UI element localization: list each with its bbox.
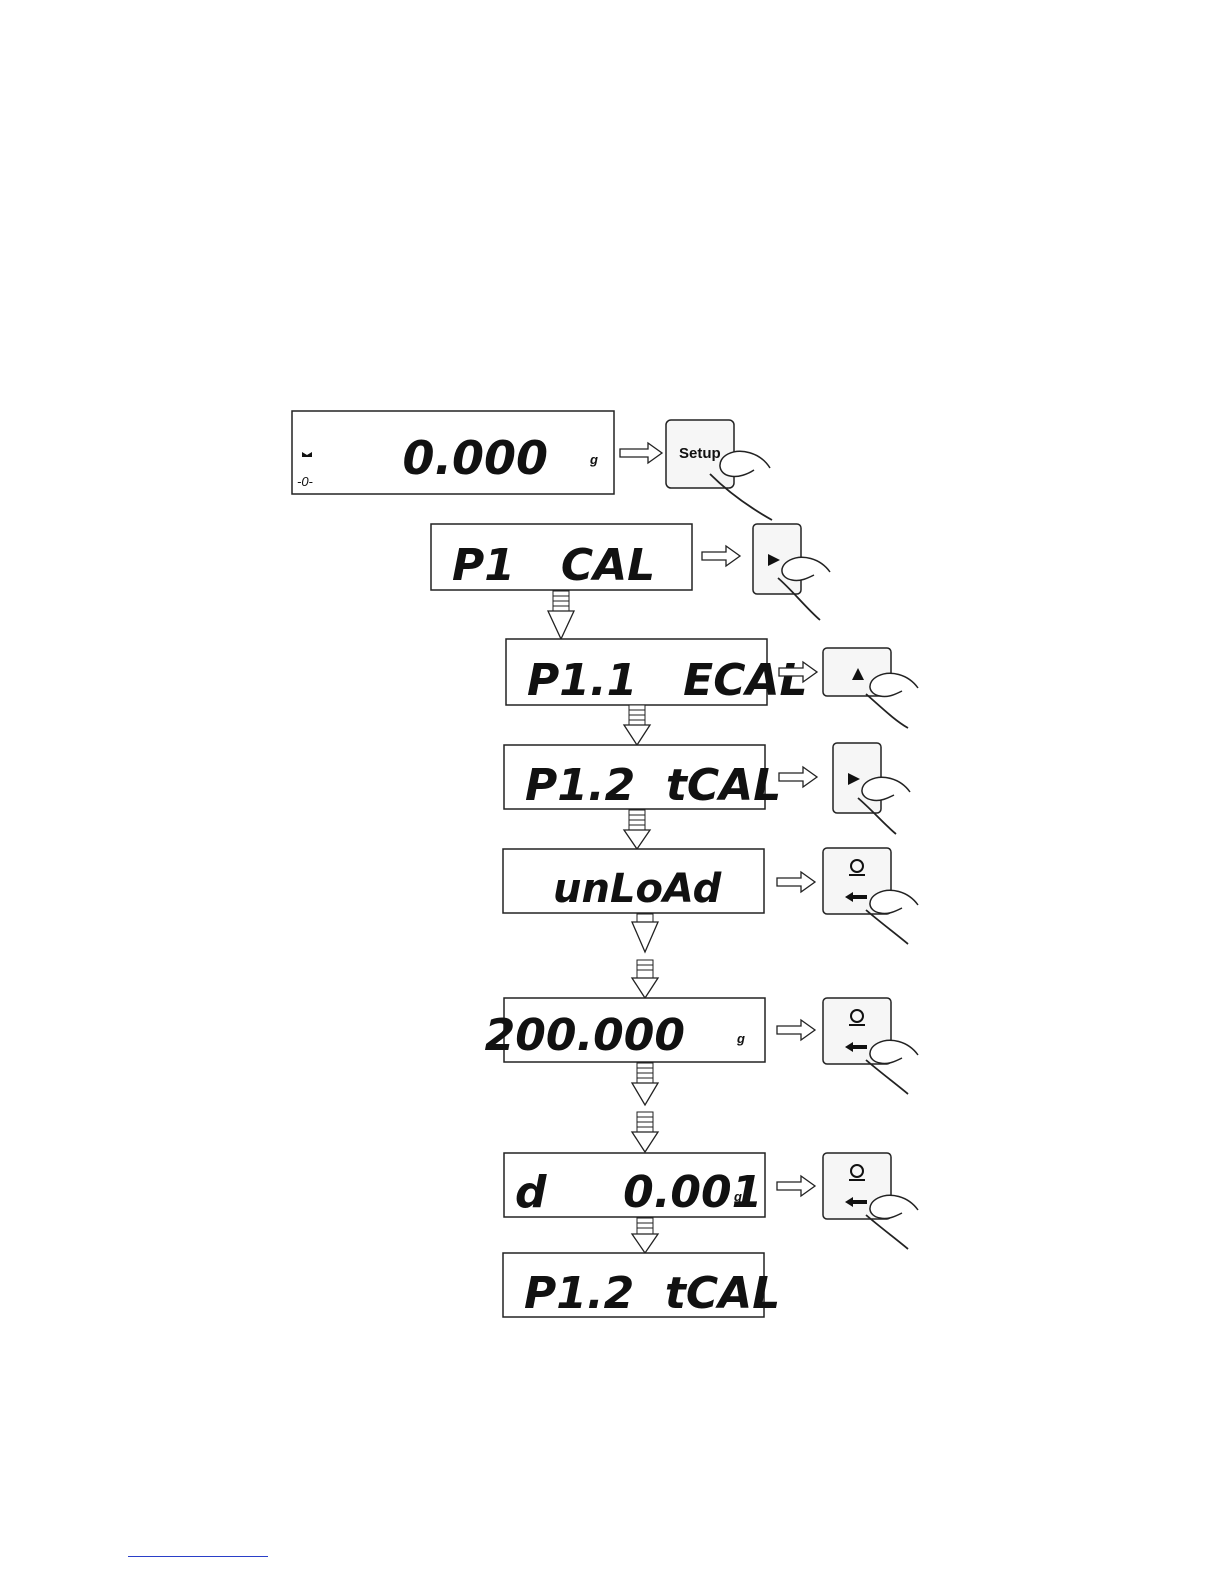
initial-display: -0- 0.000 g <box>292 411 614 494</box>
arrow-right-icon <box>779 767 817 787</box>
display-p1-1-ecal: P1.1 ECAL <box>506 639 808 706</box>
display-text: P1.2 tCAL <box>525 760 781 811</box>
arrow-right-icon <box>777 1020 815 1040</box>
finger-icon <box>866 673 918 728</box>
down-arrow-icon <box>624 810 650 849</box>
display-d-0-001: d 0.001 g <box>504 1153 765 1218</box>
initial-unit: g <box>589 452 598 467</box>
setup-key-label: Setup <box>679 445 721 462</box>
setup-button[interactable]: Setup <box>666 420 734 488</box>
display-text: 200.000 <box>485 1010 685 1061</box>
down-arrow-icon <box>624 705 650 745</box>
zero-indicator: -0- <box>297 474 314 489</box>
arrow-right-icon <box>702 546 740 566</box>
footer-link-underline[interactable] <box>128 1556 268 1557</box>
down-arrow-icon <box>632 1063 658 1152</box>
finger-icon <box>858 777 910 834</box>
display-text: P1.2 tCAL <box>524 1268 780 1319</box>
down-arrow-icon <box>632 1218 658 1253</box>
display-text: P1.1 ECAL <box>527 655 808 706</box>
display-p1-2-tcal: P1.2 tCAL <box>504 745 781 811</box>
display-text: unLoAd <box>553 866 722 912</box>
arrow-right-icon <box>620 443 662 463</box>
display-p1-2-tcal-final: P1.2 tCAL <box>503 1253 780 1319</box>
display-200-000: 200.000 g <box>485 998 765 1062</box>
finger-icon <box>866 890 918 944</box>
down-arrow-icon <box>548 591 574 639</box>
finger-icon <box>866 1040 918 1094</box>
display-unit: g <box>736 1031 745 1046</box>
display-p1-cal: P1 CAL <box>431 524 692 591</box>
arrow-right-icon <box>777 872 815 892</box>
down-arrow-icon <box>632 914 658 998</box>
initial-value: 0.000 <box>402 431 548 485</box>
finger-icon <box>866 1195 918 1249</box>
display-unload: unLoAd <box>503 849 764 913</box>
arrow-right-icon <box>777 1176 815 1196</box>
display-text: d 0.001 <box>515 1167 762 1218</box>
display-unit: g <box>733 1189 742 1204</box>
display-text: P1 CAL <box>452 540 655 591</box>
